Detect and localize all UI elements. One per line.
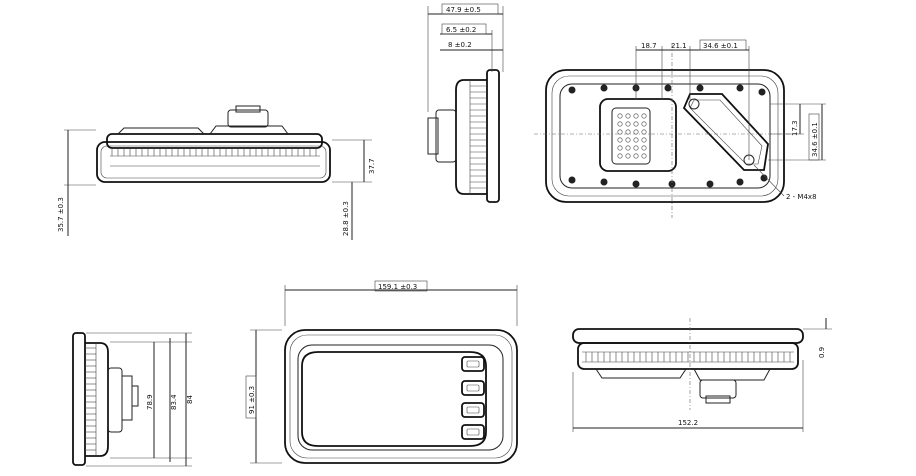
side-offset-label: 8 ±0.2 (448, 41, 472, 49)
mounting-boss (664, 84, 672, 92)
connector-pin (641, 129, 647, 135)
keypad-button-cap (466, 428, 480, 436)
keypad-button (461, 402, 485, 418)
mounting-boss (758, 88, 766, 96)
connector-pin (617, 137, 623, 143)
keypad-button (461, 380, 485, 396)
rear-spacing-b-label: 21.1 (671, 42, 687, 50)
side-flange-label: 6.5 ±0.2 (446, 26, 476, 34)
connector-pin (633, 129, 639, 135)
connector-pin (625, 137, 631, 143)
mounting-boss (568, 176, 576, 184)
top-height-label: 91 ±0.3 (248, 386, 256, 414)
connector-pin (633, 145, 639, 151)
mounting-boss (736, 178, 744, 186)
connector-pin (617, 153, 623, 159)
connector-pin (641, 145, 647, 151)
bottom-view: 152.2 0.9 (572, 318, 832, 432)
left-height-inner-label: 78.9 (146, 394, 154, 410)
left-view: 78.9 83.4 84 (72, 332, 194, 467)
mounting-boss (568, 86, 576, 94)
connector-pin (617, 145, 623, 151)
connector-pin (625, 113, 631, 119)
keypad-button (461, 356, 485, 372)
top-width-label: 159.1 ±0.3 (378, 283, 417, 291)
connector-pin (617, 129, 623, 135)
front-height-body-label: 37.7 (368, 158, 376, 174)
connector-pin (641, 113, 647, 119)
connector-pin (625, 129, 631, 135)
rear-view: 18.7 21.1 34.6 ±0.1 17.3 34.6 ±0.1 2 - M… (534, 39, 826, 218)
front-view: 35.7 ±0.3 37.7 28.8 ±0.3 (57, 105, 376, 240)
mounting-boss (760, 174, 768, 182)
bottom-thickness-label: 0.9 (818, 347, 826, 358)
connector-pin (633, 153, 639, 159)
left-height-outer-label: 84 (186, 395, 194, 404)
bottom-width-label: 152.2 (678, 419, 698, 427)
rear-thread-callout: 2 - M4x8 (786, 193, 817, 201)
connector-pin (633, 113, 639, 119)
connector-pin (641, 153, 647, 159)
rear-vertical-total-label: 34.6 ±0.1 (811, 122, 819, 157)
connector-pin (625, 145, 631, 151)
connector-pin (625, 153, 631, 159)
keypad-button-cap (466, 384, 480, 392)
connector-pin (617, 113, 623, 119)
connector-pin (617, 121, 623, 127)
keypad-button-cap (466, 360, 480, 368)
front-height-total-label: 35.7 ±0.3 (57, 197, 65, 232)
left-height-mid-label: 83.4 (170, 394, 178, 410)
side-depth-label: 47.9 ±0.5 (446, 6, 481, 14)
keypad-button-cap (466, 406, 480, 414)
mounting-boss (696, 84, 704, 92)
side-view: 47.9 ±0.5 6.5 ±0.2 8 ±0.2 (427, 3, 504, 203)
mounting-boss (600, 84, 608, 92)
keypad-button (461, 424, 485, 440)
connector-pin (633, 121, 639, 127)
rear-spacing-c-label: 34.6 ±0.1 (703, 42, 738, 50)
front-height-base-label: 28.8 ±0.3 (342, 201, 350, 236)
mounting-boss (736, 84, 744, 92)
connector-pin (641, 137, 647, 143)
rear-spacing-a-label: 18.7 (641, 42, 657, 50)
rear-vertical-small-label: 17.3 (791, 120, 799, 136)
mounting-boss (600, 178, 608, 186)
mounting-boss (632, 180, 640, 188)
connector-pin (641, 121, 647, 127)
top-view: 159.1 ±0.3 91 ±0.3 (245, 280, 518, 464)
mounting-boss (706, 180, 714, 188)
connector-pin (633, 137, 639, 143)
connector-pin (625, 121, 631, 127)
